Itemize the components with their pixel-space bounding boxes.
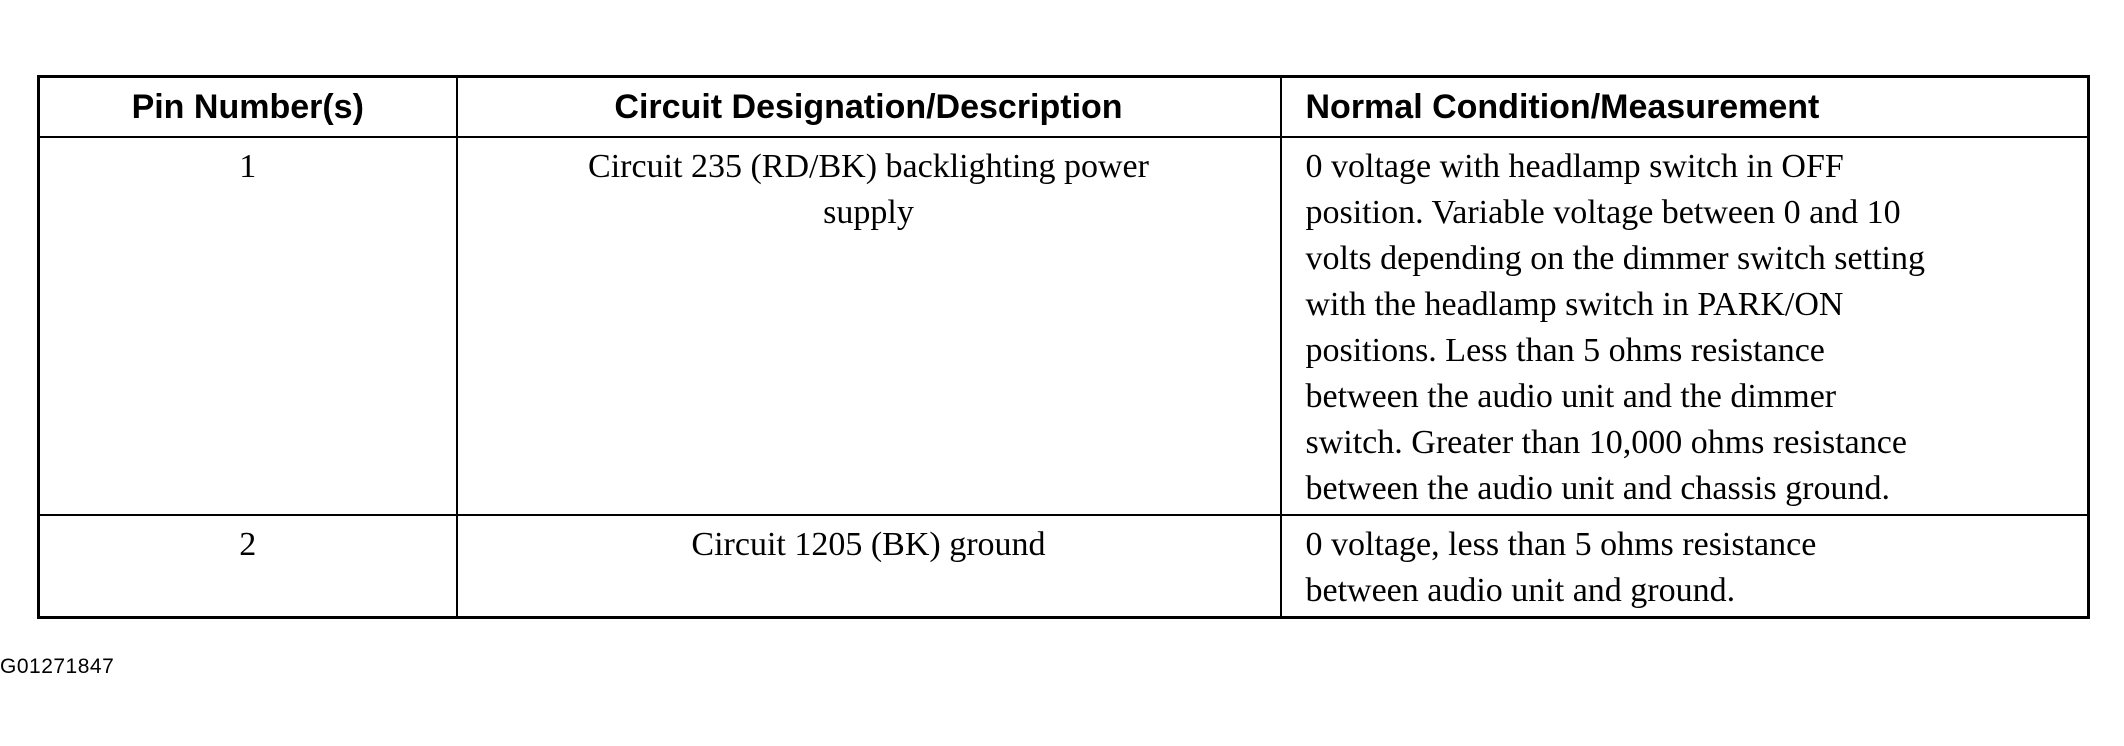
row-1-pin: 1 — [37, 136, 458, 516]
row-2-normal-line: between audio unit and ground. — [1305, 572, 1736, 609]
header-circuit-designation: Circuit Designation/Description — [455, 75, 1282, 138]
row-1-normal-condition: 0 voltage with headlamp switch in OFF po… — [1279, 136, 2090, 516]
row-1-normal-line: positions. Less than 5 ohms resistance — [1305, 332, 1825, 369]
row-2-normal-condition: 0 voltage, less than 5 ohms resistance b… — [1279, 514, 2090, 619]
row-1-normal-line: 0 voltage with headlamp switch in OFF — [1305, 148, 1844, 185]
row-1-normal-line: with the headlamp switch in PARK/ON — [1305, 286, 1844, 323]
row-1-normal-line: position. Variable voltage between 0 and… — [1305, 194, 1901, 231]
pin-description-table: Pin Number(s) Circuit Designation/Descri… — [37, 75, 2090, 619]
header-pin-numbers: Pin Number(s) — [37, 75, 458, 138]
row-1-circuit: Circuit 235 (RD/BK) backlighting power s… — [455, 136, 1282, 516]
row-2-normal-line: 0 voltage, less than 5 ohms resistance — [1305, 526, 1817, 563]
table-header-row: Pin Number(s) Circuit Designation/Descri… — [37, 75, 2090, 138]
table-row: 2 Circuit 1205 (BK) ground 0 voltage, le… — [37, 514, 2090, 619]
row-2-circuit-line: Circuit 1205 (BK) ground — [691, 526, 1046, 563]
row-1-normal-line: between the audio unit and the dimmer — [1305, 378, 1837, 415]
row-1-circuit-line: supply — [823, 194, 914, 231]
row-2-pin: 2 — [37, 514, 458, 619]
table-row: 1 Circuit 235 (RD/BK) backlighting power… — [37, 136, 2090, 516]
figure-id-caption: G01271847 — [0, 655, 115, 678]
header-normal-condition: Normal Condition/Measurement — [1279, 75, 2090, 138]
row-2-circuit: Circuit 1205 (BK) ground — [455, 514, 1282, 619]
row-1-normal-line: between the audio unit and chassis groun… — [1305, 470, 1890, 507]
row-1-circuit-line: Circuit 235 (RD/BK) backlighting power — [588, 148, 1149, 185]
row-1-normal-line: volts depending on the dimmer switch set… — [1305, 240, 1925, 277]
row-1-normal-line: switch. Greater than 10,000 ohms resista… — [1305, 424, 1907, 461]
